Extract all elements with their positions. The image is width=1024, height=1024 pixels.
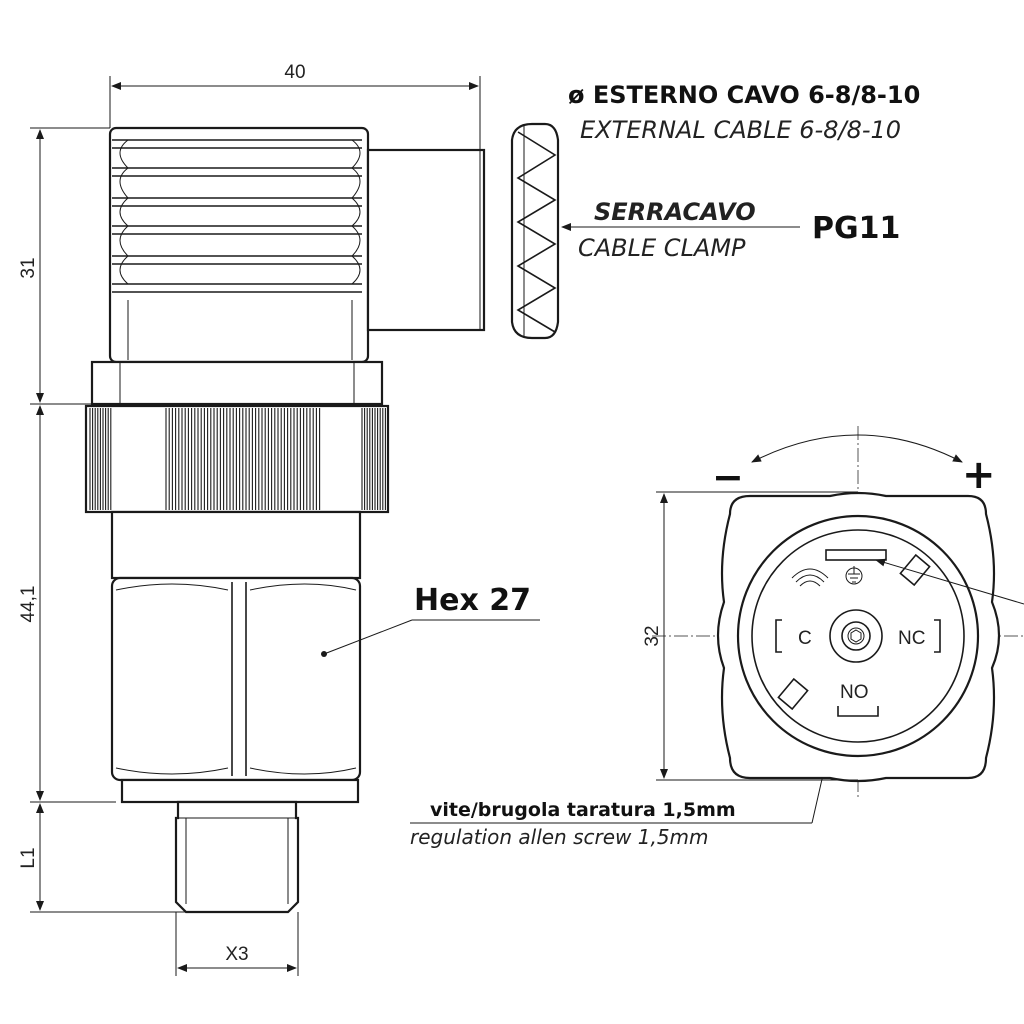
adjust-plus-label: + <box>962 452 996 498</box>
cable-gland-stub <box>366 148 486 332</box>
terminal-no-label: NO <box>840 682 869 703</box>
body-neck <box>110 510 362 580</box>
hex-label: Hex 27 <box>414 583 531 618</box>
dim-label-l1: L1 <box>18 847 39 868</box>
dim-label-32: 32 <box>642 625 663 646</box>
dim-label-31: 31 <box>18 257 39 278</box>
cable-label-it: ø ESTERNO CAVO 6-8/8-10 <box>568 81 920 109</box>
terminal-nc-label: NC <box>898 628 925 649</box>
threaded-port <box>174 800 300 914</box>
terminal-c-label: C <box>798 628 812 649</box>
screw-label-en: regulation allen screw 1,5mm <box>410 825 709 849</box>
cable-clamp-nut <box>510 122 560 340</box>
base-collar <box>120 778 360 804</box>
hex-callout: Hex 27 <box>323 583 540 655</box>
clamp-label-it: SERRACAVO <box>594 198 756 226</box>
connector-housing <box>108 122 560 364</box>
dimension-body-height: 44,1 <box>18 405 116 803</box>
connector-ribs <box>112 139 362 360</box>
clamp-label-en: CABLE CLAMP <box>578 234 746 262</box>
dim-label-40: 40 <box>284 62 305 83</box>
screw-label-it: vite/brugola taratura 1,5mm <box>430 799 736 821</box>
cable-label-en: EXTERNAL CABLE 6-8/8-10 <box>580 116 901 144</box>
knurled-ring <box>84 404 390 514</box>
clamp-size-label: PG11 <box>812 211 900 246</box>
dimension-connector-height: 31 <box>18 127 110 405</box>
dimension-thread-length: L1 <box>18 803 186 913</box>
dimension-width: 40 <box>109 62 481 150</box>
hex-body <box>110 576 362 782</box>
dim-label-x3: X3 <box>225 944 248 965</box>
cable-clamp-callout: SERRACAVO CABLE CLAMP PG11 <box>561 198 900 262</box>
dimension-thread-size: X3 <box>175 912 299 976</box>
connector-flange <box>90 360 384 406</box>
screw-callout: vite/brugola taratura 1,5mm regulation a… <box>410 651 852 849</box>
front-view: C NC NO − + 32 <box>642 426 1024 800</box>
dim-label-44-1: 44,1 <box>18 586 39 623</box>
